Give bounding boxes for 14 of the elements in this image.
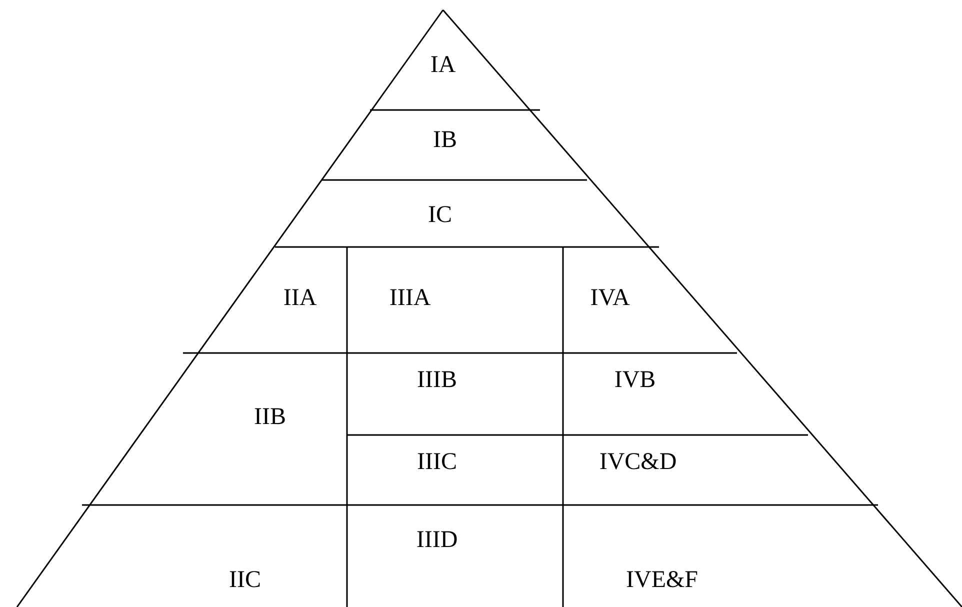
pyramid-section-label: IVA [590, 284, 630, 312]
pyramid-section-label: IC [428, 202, 452, 228]
pyramid-section-label: IIC [229, 566, 261, 594]
pyramid-section-label: IIA [283, 284, 317, 312]
pyramid-section-label: IIID [416, 526, 458, 554]
pyramid-section-label: IIIC [417, 448, 457, 476]
pyramid-section-label: IA [430, 52, 456, 78]
pyramid-section-label: IVC&D [599, 448, 677, 476]
pyramid-section-label: IIB [254, 404, 286, 430]
pyramid-section-label: IB [433, 126, 457, 154]
pyramid-section-label: IIIB [417, 366, 457, 394]
pyramid-section-label: IVE&F [626, 566, 698, 594]
pyramid-section-label: IIIA [389, 284, 431, 312]
pyramid-section-label: IVB [614, 366, 656, 394]
